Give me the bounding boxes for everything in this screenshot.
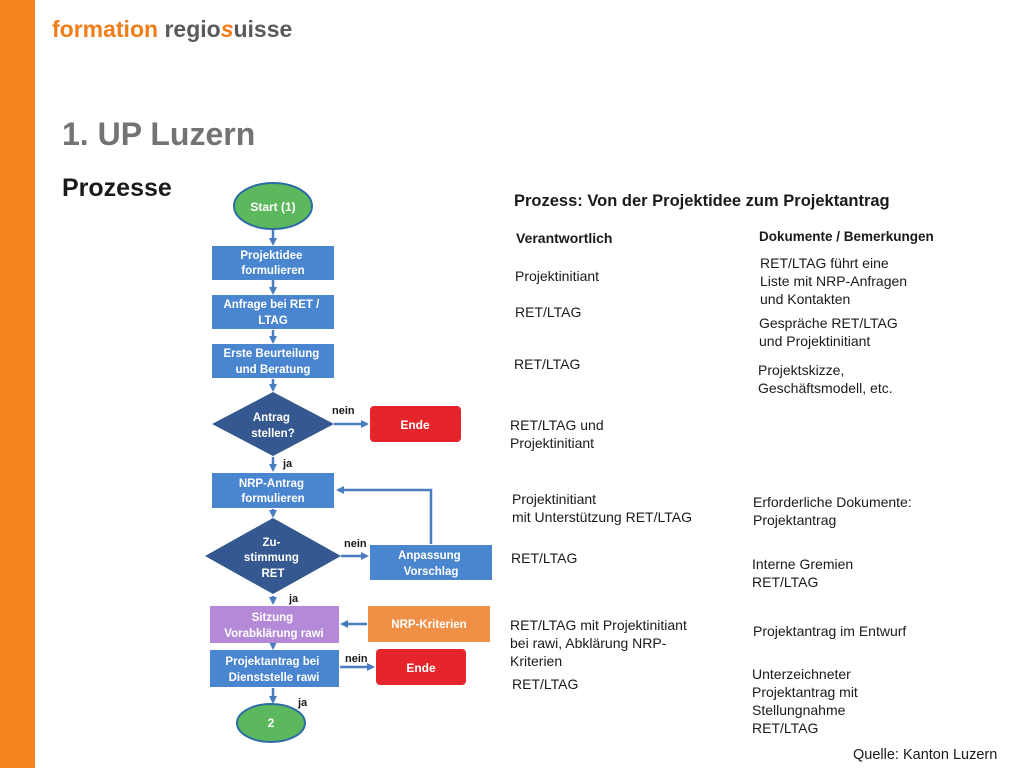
document-note: Interne Gremien RET/LTAG: [752, 556, 854, 590]
responsible-text: RET/LTAG: [514, 356, 581, 372]
responsible-text: Projektinitiant: [515, 268, 600, 284]
beurteilung-box: [212, 344, 334, 378]
documents-column-header: Dokumente / Bemerkungen: [759, 229, 934, 244]
connector: [336, 486, 433, 544]
responsible-column-header: Verantwortlich: [516, 230, 613, 246]
anpassung-label: Anpassung Vorschlag: [398, 550, 464, 578]
document-note: Gespräche RET/LTAG und Projektinitiant: [759, 315, 898, 349]
projektidee-label: Projektidee formulieren: [240, 250, 305, 277]
nein-label: nein: [344, 538, 367, 550]
end-node: [236, 703, 306, 743]
responsible-text: RET/LTAG: [515, 304, 582, 320]
ende-box: [370, 406, 461, 442]
responsible-text: Projektinitiant mit Unterstützung RET/LT…: [512, 491, 692, 525]
nein-label: nein: [332, 405, 355, 417]
zustimmung-decision: [205, 518, 341, 594]
page-title: 1. UP Luzern: [62, 116, 256, 152]
left-accent-bar: [0, 0, 35, 768]
start-label: Start (1): [250, 200, 295, 214]
anpassung-box: [370, 545, 492, 580]
process-header: Prozess: Von der Projektidee zum Projekt…: [514, 192, 890, 210]
ja-label: ja: [297, 697, 308, 709]
nrp-kriterien-box: [368, 606, 490, 642]
document-note: Erforderliche Dokumente: Projektantrag: [753, 494, 912, 528]
source-note: Quelle: Kanton Luzern: [853, 747, 998, 763]
ja-label: ja: [282, 458, 293, 470]
anfrage-box: [212, 295, 334, 329]
anfrage-label: Anfrage bei RET / LTAG: [223, 299, 322, 327]
ende-label: Ende: [400, 418, 430, 432]
projektidee-box: [212, 246, 334, 280]
nein-label: nein: [345, 653, 368, 665]
responsible-text: RET/LTAG: [511, 550, 578, 566]
projektantrag-box: [210, 650, 339, 687]
sitzung-label: Sitzung Vorabklärung rawi: [224, 612, 323, 640]
sitzung-box: [210, 606, 339, 643]
zustimmung-decision-label: Zu- stimmung RET: [244, 537, 302, 580]
projektantrag-label: Projektantrag bei Dienststelle rawi: [225, 656, 322, 684]
antrag-decision-label: Antrag stellen?: [251, 412, 294, 440]
start-node: [233, 182, 313, 230]
page-subtitle: Prozesse: [62, 174, 172, 202]
document-note: Projektantrag im Entwurf: [753, 623, 907, 639]
ende-label: Ende: [406, 661, 436, 675]
ja-label: ja: [288, 593, 299, 605]
document-note: Projektskizze, Geschäftsmodell, etc.: [758, 362, 893, 396]
nrp-antrag-label: NRP-Antrag formulieren: [239, 478, 307, 505]
beurteilung-label: Erste Beurteilung und Beratung: [223, 348, 322, 376]
responsible-text: RET/LTAG und Projektinitiant: [510, 417, 604, 451]
responsible-text: RET/LTAG mit Projektinitiant bei rawi, A…: [510, 617, 687, 669]
document-note: RET/LTAG führt eine Liste mit NRP-Anfrag…: [760, 255, 908, 307]
document-note: Unterzeichneter Projektantrag mit Stellu…: [752, 666, 858, 736]
brand-logo: formation regiosuisse: [52, 16, 293, 42]
antrag-decision: [212, 392, 334, 456]
end-node-label: 2: [268, 716, 275, 730]
nrp-kriterien-label: NRP-Kriterien: [391, 619, 466, 631]
ende-box: [376, 649, 466, 685]
nrp-antrag-box: [212, 473, 334, 508]
responsible-text: RET/LTAG: [512, 676, 579, 692]
